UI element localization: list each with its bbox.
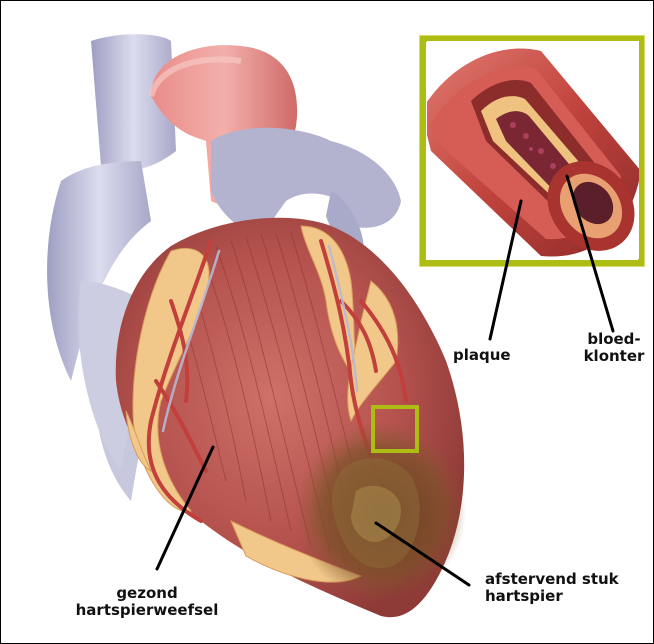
- label-dying-line2: hartspier: [485, 588, 619, 605]
- label-healthy-line1: gezond: [57, 585, 237, 602]
- necrotic-area: [296, 421, 466, 601]
- label-dying-muscle: afstervend stuk hartspier: [485, 571, 619, 605]
- label-healthy-tissue: gezond hartspierweefsel: [57, 585, 237, 619]
- label-blood-clot: bloed- klonter: [575, 331, 653, 365]
- label-plaque: plaque: [453, 347, 511, 364]
- artery-inset: [419, 35, 652, 268]
- label-healthy-line2: hartspierweefsel: [57, 602, 237, 619]
- label-blood-clot-line1: bloed-: [575, 331, 653, 348]
- label-blood-clot-line2: klonter: [575, 348, 653, 365]
- label-dying-line1: afstervend stuk: [485, 571, 619, 588]
